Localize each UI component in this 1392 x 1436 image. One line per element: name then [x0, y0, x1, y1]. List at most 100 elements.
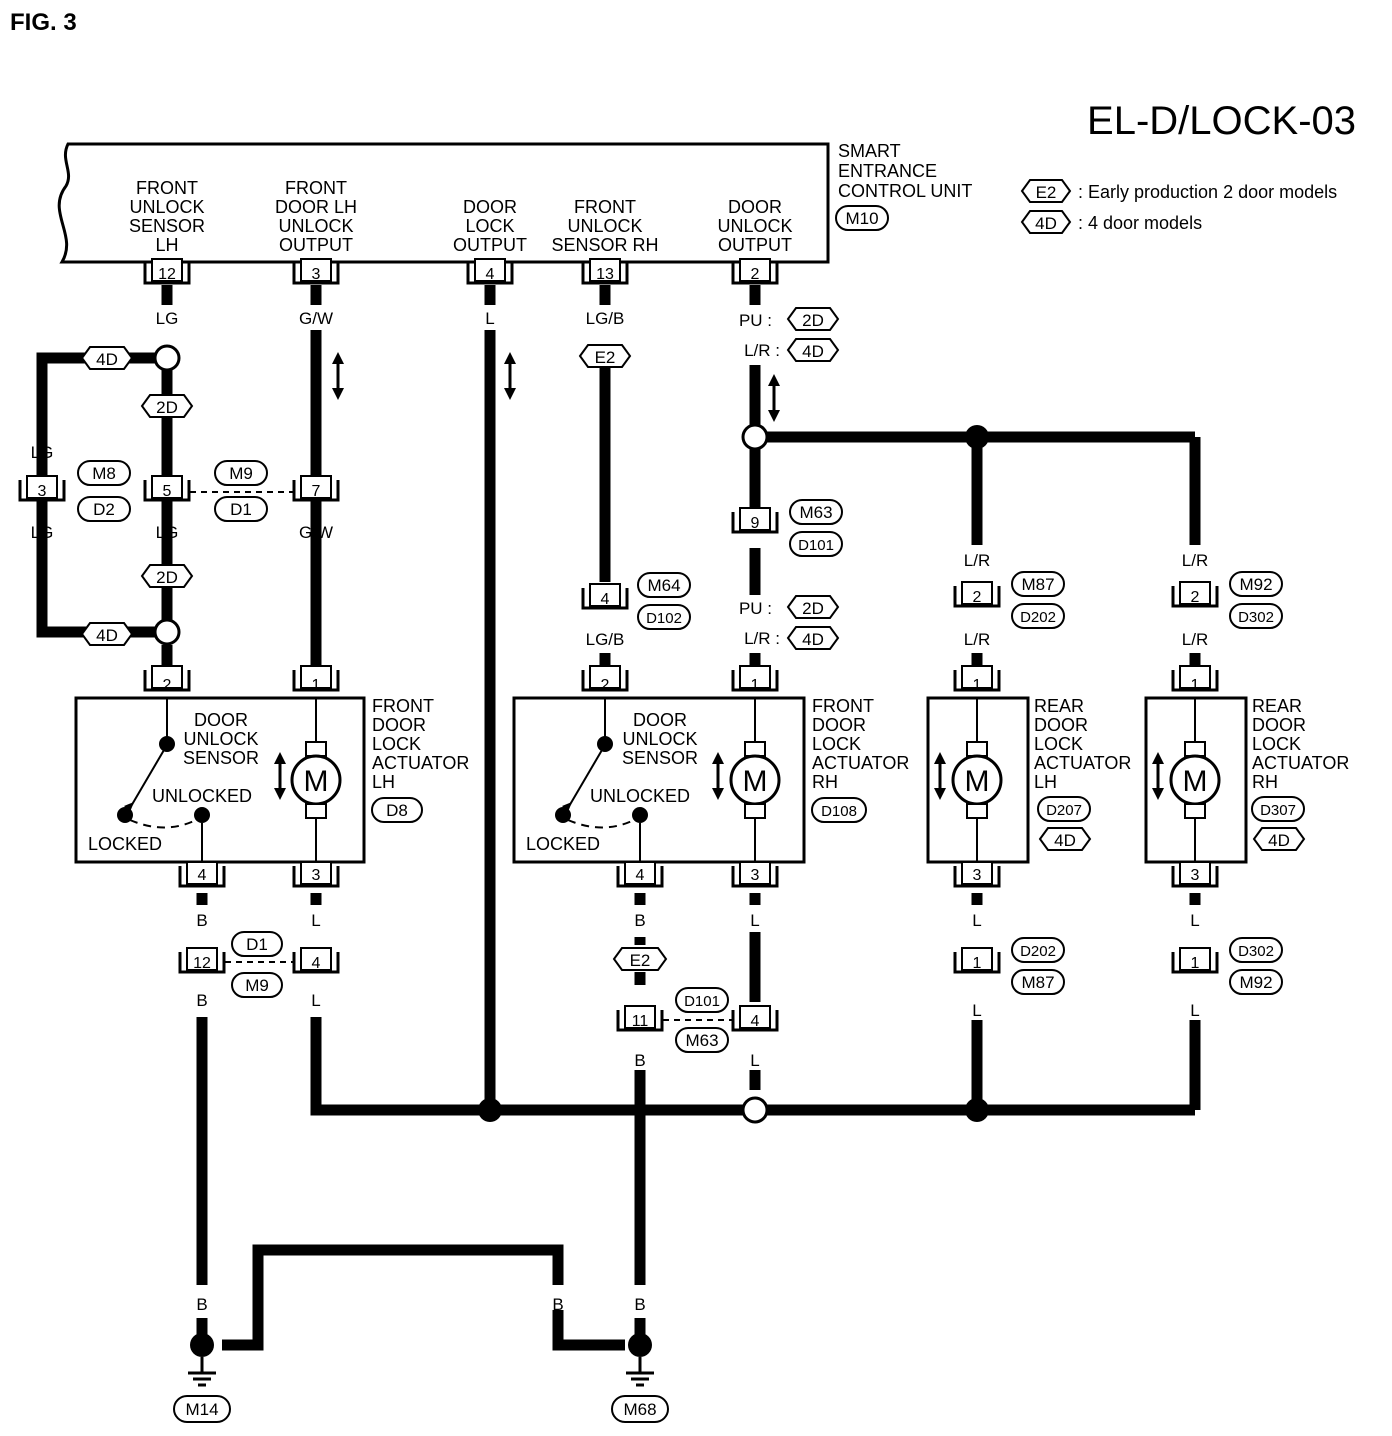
option-tag-label: 2D — [802, 311, 824, 330]
actuator-rear-lh: 1 M 3 — [926, 664, 1030, 888]
connector-label: D2 — [93, 500, 115, 519]
connector-d108-pin2: 2 — [581, 664, 629, 694]
option-tag-label: 2D — [802, 599, 824, 618]
connector-tag-d202: D202 — [1011, 603, 1065, 629]
wire — [310, 1017, 1195, 1116]
connector-tag-m87: M87 — [1011, 969, 1065, 995]
ground-splice — [190, 1333, 214, 1357]
pin-label: 12 — [193, 955, 211, 972]
splice-open — [153, 344, 181, 372]
connector-m8-pin3: 3 — [18, 474, 66, 502]
connector-label: M9 — [245, 976, 269, 995]
option-tag-label: 4D — [96, 626, 118, 645]
wire-color-label: G/W — [299, 523, 333, 542]
motor-symbol: M — [304, 765, 329, 798]
sensor-label: UNLOCK — [183, 729, 258, 749]
pin-label: 4 — [198, 867, 207, 884]
pin-label: 1 — [1191, 677, 1200, 694]
actuator-label-line: LH — [1034, 772, 1057, 792]
legend-text: : 4 door models — [1078, 213, 1202, 233]
wire-color-label: B — [196, 1295, 207, 1314]
pin-label: 3 — [1191, 867, 1200, 884]
wire-color-label: L/R — [1182, 630, 1208, 649]
wire-color-label: L — [972, 1001, 981, 1020]
connector-label: D202 — [1020, 609, 1056, 626]
connector-label: D8 — [386, 801, 408, 820]
wire-color-label: B — [196, 911, 207, 930]
actuator-label-line: ACTUATOR — [1034, 753, 1131, 773]
connector-tag-m87: M87 — [1011, 571, 1065, 597]
actuator-label-line: ACTUATOR — [812, 753, 909, 773]
pin-label: 2 — [601, 677, 610, 694]
terminal-heading-line: FRONT — [136, 178, 198, 198]
connector-label: M14 — [185, 1400, 218, 1419]
actuator-label-line: LOCK — [1252, 734, 1301, 754]
pin-label: 3 — [312, 867, 321, 884]
diagram-code: EL-D/LOCK-03 — [1087, 99, 1356, 143]
connector-d1-pin4: 4 — [292, 946, 340, 974]
connector-label: M92 — [1239, 575, 1272, 594]
actuator-label-line: LOCK — [372, 734, 421, 754]
connector-label: D101 — [798, 537, 834, 554]
connector-m8-pin5: 5 — [143, 474, 191, 502]
sensor-contact — [194, 807, 210, 823]
wire-color-label: LG/B — [586, 309, 625, 328]
wire-color-label: L — [311, 911, 320, 930]
unlocked-label: UNLOCKED — [590, 786, 690, 806]
option-tag-label: 2D — [156, 568, 178, 587]
option-tag-4d: 4D — [786, 626, 840, 650]
wire-color-label: L — [750, 911, 759, 930]
terminal-heading-line: LH — [155, 235, 178, 255]
pin-label: 1 — [312, 677, 321, 694]
wire-color-label: PU : — [739, 599, 772, 618]
option-tag-label: E2 — [630, 951, 651, 970]
pin-label: 3 — [312, 266, 321, 283]
connector-d8-pin2: 2 — [143, 664, 191, 694]
connector-d207-pin1: 1 — [953, 664, 1001, 694]
wire-color-label: G/W — [299, 309, 333, 328]
connector-tag-m63: M63 — [789, 499, 843, 525]
connector-d8-pin1: 1 — [292, 664, 340, 694]
pin-label: 1 — [1191, 955, 1200, 972]
connector-label: M92 — [1239, 973, 1272, 992]
connector-label: M63 — [799, 503, 832, 522]
option-tag-label: 2D — [156, 398, 178, 417]
connector-tag-d101: D101 — [675, 987, 729, 1013]
pin-label: 3 — [38, 483, 47, 500]
terminal-heading-door-lock-output: DOOR LOCK OUTPUT — [453, 197, 527, 255]
sensor-contact — [597, 736, 613, 752]
option-tag-label: 4D — [802, 342, 824, 361]
actuator-front-rh: 2 1 DOOR UNLOCK SENSOR UNLOCKED LOCKED M… — [512, 664, 806, 888]
pin-label: 7 — [312, 483, 321, 500]
wire-color-label: B — [196, 991, 207, 1010]
locked-label: LOCKED — [88, 834, 162, 854]
control-unit-name-line: SMART — [838, 141, 901, 161]
connector-label: D207 — [1046, 802, 1082, 819]
wire-color-label: LG — [156, 309, 179, 328]
control-unit-name-line: ENTRANCE — [838, 161, 937, 181]
connector-tag-d1: D1 — [231, 931, 283, 957]
current-direction-arrow — [330, 350, 346, 402]
connector-d202-pin1: 1 — [953, 946, 1001, 974]
connector-tag-m14: M14 — [173, 1395, 231, 1423]
option-tag-2d: 2D — [140, 564, 194, 588]
terminal-heading-door-unlock-output: DOOR UNLOCK OUTPUT — [717, 197, 792, 255]
connector-label-m10: M10 — [845, 209, 878, 228]
wire-color-label: LG — [31, 523, 54, 542]
connector-d108-pin3: 3 — [731, 860, 779, 888]
connector-tag-m8: M8 — [77, 460, 131, 486]
connector-m10-pin13: 13 — [581, 257, 629, 285]
actuator-label-line: REAR — [1034, 696, 1084, 716]
connector-label: M8 — [92, 464, 116, 483]
wire-color-label: PU : — [739, 311, 772, 330]
motor-symbol: M — [743, 765, 768, 798]
legend-tag-e2 — [1020, 179, 1072, 203]
connector-tag-m68: M68 — [611, 1395, 669, 1423]
pin-label: 2 — [973, 589, 982, 606]
pin-label: 2 — [1191, 589, 1200, 606]
connector-label: D307 — [1260, 802, 1296, 819]
connector-m64-pin4: 4 — [581, 582, 629, 610]
connector-d108-pin1: 1 — [731, 664, 779, 694]
connector-label: M87 — [1021, 575, 1054, 594]
actuator-label-line: REAR — [1252, 696, 1302, 716]
